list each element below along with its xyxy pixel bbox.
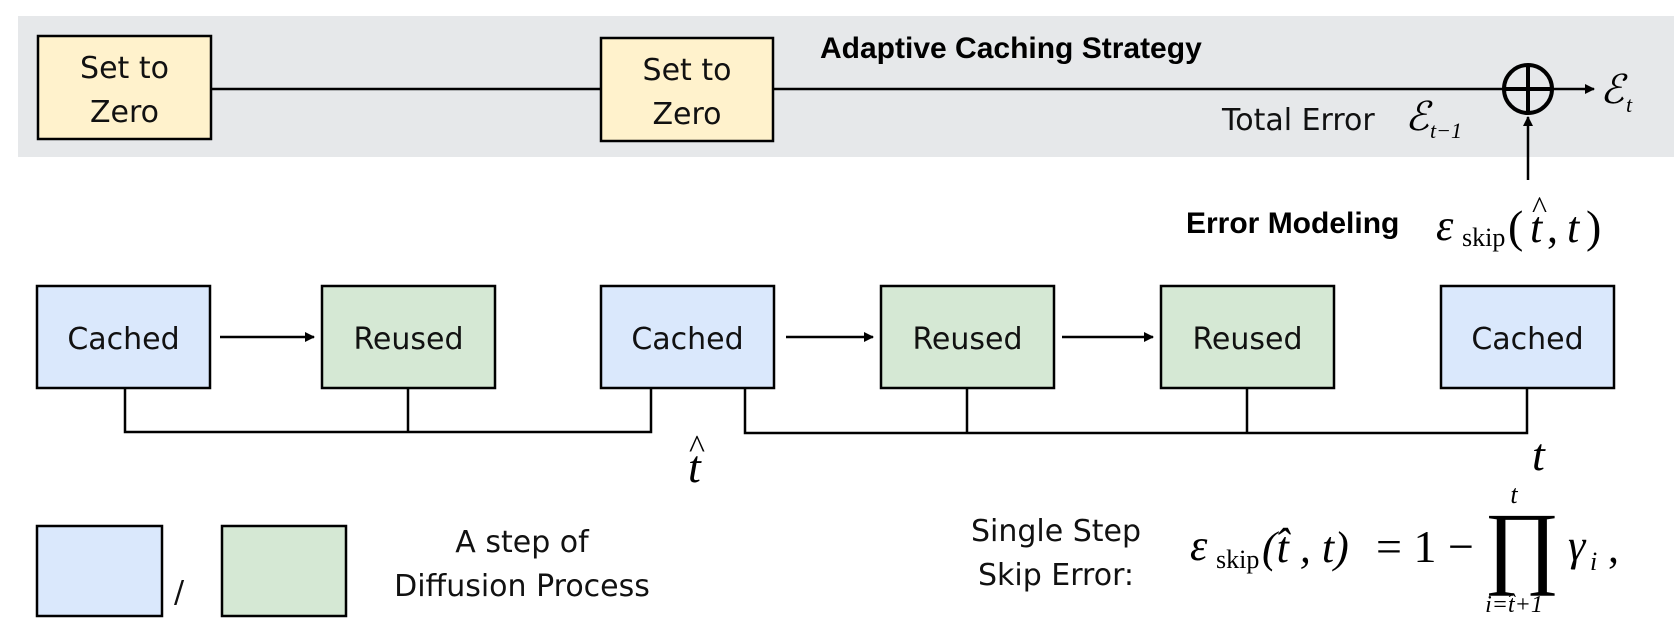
formula-gamma: γ	[1568, 521, 1587, 570]
legend-description-line1: A step of	[455, 525, 590, 560]
formula-lhs-subscript: skip	[1216, 545, 1259, 574]
step-box: Reused	[320, 284, 497, 390]
formula-rhs: = 1 −	[1376, 521, 1474, 572]
legend-separator: /	[174, 575, 185, 610]
error-modeling-symbol: ε	[1436, 201, 1454, 250]
formula-product-sign: ∏	[1484, 494, 1560, 596]
set-to-zero-label-line2: Zero	[652, 97, 721, 132]
error-modeling-subscript: skip	[1462, 223, 1505, 252]
step-label: Reused	[353, 322, 463, 357]
formula-upper-limit: t	[1510, 480, 1518, 509]
legend-description-line2: Diffusion Process	[394, 569, 650, 604]
step-box: Cached	[35, 284, 212, 390]
step-label: Cached	[631, 322, 743, 357]
set-to-zero-label-line1: Set to	[80, 51, 169, 86]
set-to-zero-label-line2: Zero	[90, 95, 159, 130]
diffusion-steps: Cached Reused Cached Reused Reused Cache…	[35, 284, 1616, 390]
step-label: Cached	[67, 322, 179, 357]
bracket-first-interval	[123, 388, 653, 434]
formula-label-line2: Skip Error:	[978, 558, 1134, 593]
set-to-zero-label-line1: Set to	[643, 53, 732, 88]
error-modeling-open-paren: (	[1508, 201, 1523, 252]
legend-cached-swatch	[35, 524, 164, 618]
legend: / A step of Diffusion Process	[35, 524, 650, 618]
output-symbol: ℰ	[1600, 67, 1628, 112]
marker-t-hat: t ^	[688, 429, 705, 492]
output-subscript: t	[1626, 92, 1633, 117]
marker-t: t	[1532, 429, 1546, 480]
step-box: Cached	[599, 284, 776, 390]
error-modeling-comma: ,	[1547, 203, 1558, 252]
adaptive-caching-panel: Adaptive Caching Strategy Set to Zero Se…	[18, 16, 1674, 157]
error-modeling-hat-glyph: ^	[1532, 189, 1547, 225]
step-label: Cached	[1471, 322, 1583, 357]
formula-trailing-comma: ,	[1608, 523, 1619, 572]
error-modeling-t-hat: t	[1530, 203, 1544, 252]
formula-label-line1: Single Step	[971, 514, 1141, 549]
step-box: Reused	[1159, 284, 1336, 390]
total-error-label: Total Error	[1221, 103, 1375, 138]
formula-lhs-symbol: ε	[1190, 521, 1208, 570]
marker-t-hat-glyph: ^	[689, 429, 705, 466]
sum-node	[1502, 63, 1554, 115]
marker-t-hat-letter: t	[688, 441, 702, 492]
panel-title: Adaptive Caching Strategy	[820, 32, 1202, 65]
total-error-subscript: t−1	[1430, 118, 1462, 143]
bracket-second-interval	[743, 388, 1529, 435]
formula-gamma-index: i	[1590, 547, 1597, 576]
error-modeling-close-paren: )	[1586, 201, 1601, 252]
set-to-zero-box-1: Set to Zero	[36, 34, 213, 141]
skip-error-formula: Single Step Skip Error: ε skip (t̂ , t) …	[971, 480, 1619, 618]
formula-lower-limit: i=t̂+1	[1485, 592, 1543, 618]
total-error-symbol: ℰ	[1405, 94, 1433, 139]
step-box: Reused	[879, 284, 1056, 390]
formula-lhs-args: (t̂ , t)	[1262, 523, 1349, 572]
error-modeling: Error Modeling ε skip ( t ^ , t )	[1186, 189, 1601, 252]
panel-background	[18, 16, 1674, 157]
set-to-zero-box-2: Set to Zero	[599, 36, 775, 143]
step-box: Cached	[1439, 284, 1616, 390]
error-modeling-label: Error Modeling	[1186, 207, 1399, 240]
step-label: Reused	[1192, 322, 1302, 357]
legend-reused-swatch	[220, 524, 348, 618]
step-label: Reused	[912, 322, 1022, 357]
error-modeling-t: t	[1567, 203, 1581, 252]
